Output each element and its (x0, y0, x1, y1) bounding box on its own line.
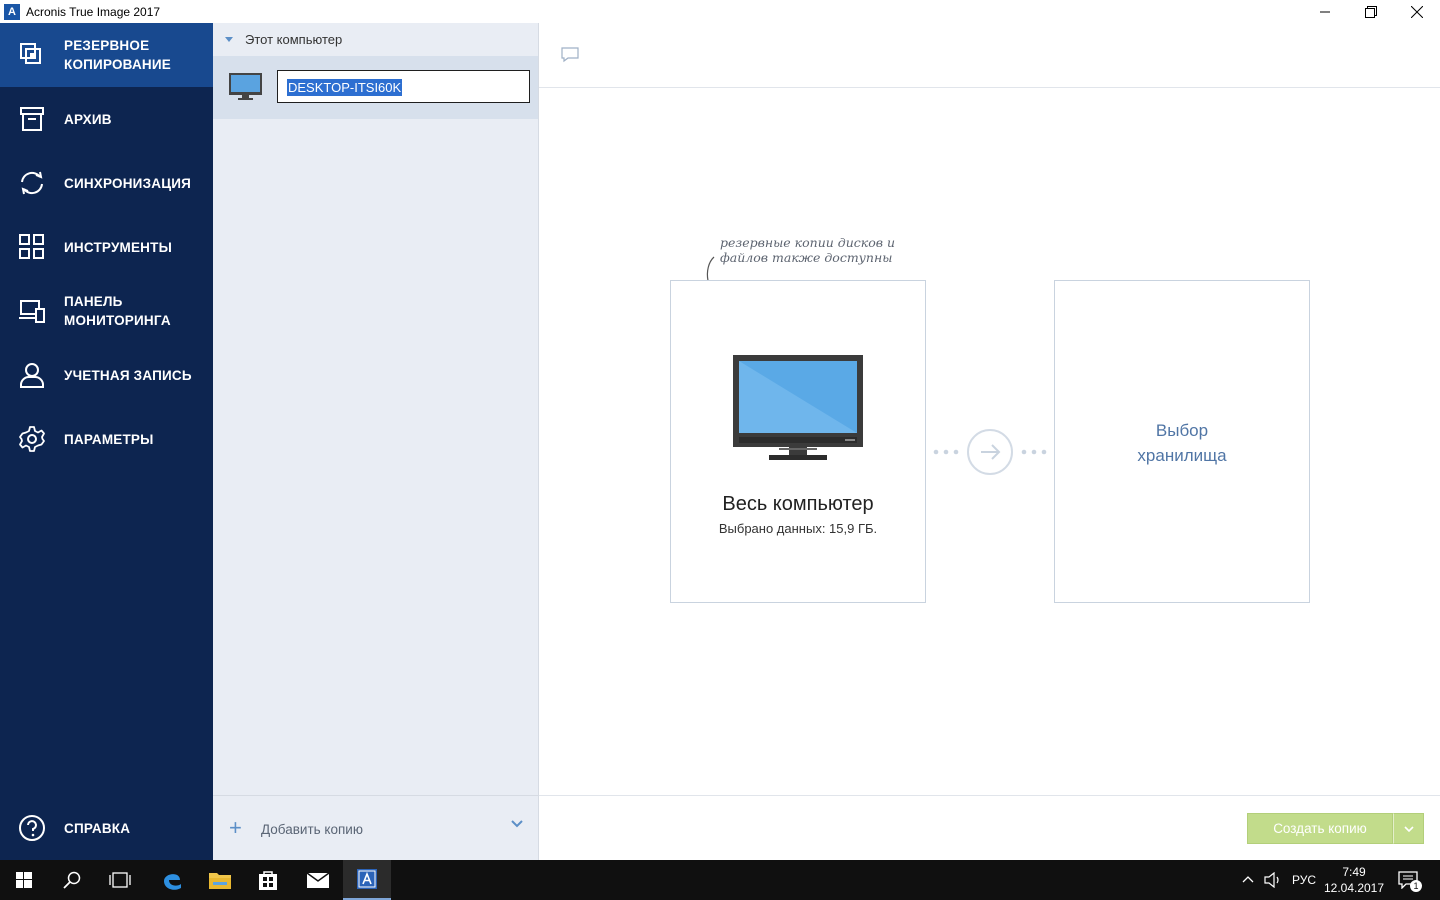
clock[interactable]: 7:49 12.04.2017 (1318, 864, 1390, 896)
hint-text: резервные копии дисков и файлов также до… (720, 235, 896, 265)
computer-icon (229, 73, 262, 100)
close-icon (1411, 5, 1423, 18)
backup-source-card[interactable]: Весь компьютер Выбрано данных: 15,9 ГБ. (670, 280, 926, 603)
nav-item-settings[interactable]: ПАРАМЕТРЫ (0, 407, 213, 471)
add-backup-bar[interactable]: + Добавить копию (213, 795, 538, 860)
folder-icon (209, 873, 231, 889)
computer-icon (733, 355, 863, 460)
backup-destination-card[interactable]: Выбор хранилища (1054, 280, 1310, 603)
nav-label-help: СПРАВКА (64, 821, 131, 836)
clock-date: 12.04.2017 (1323, 881, 1385, 895)
nav-item-backup[interactable]: РЕЗЕРВНОЕ КОПИРОВАНИЕ (0, 23, 213, 87)
task-view-icon (109, 872, 131, 888)
close-button[interactable] (1394, 0, 1440, 23)
notification-icon (1398, 871, 1418, 889)
nav-item-sync[interactable]: СИНХРОНИЗАЦИЯ (0, 151, 213, 215)
taskbar-explorer[interactable] (196, 860, 244, 900)
start-button[interactable] (0, 860, 48, 900)
taskbar-edge[interactable] (148, 860, 196, 900)
account-icon (20, 363, 44, 388)
window-title: Acronis True Image 2017 (26, 4, 161, 19)
chevron-down-icon (1403, 825, 1414, 832)
store-icon (259, 871, 277, 890)
nav-item-account[interactable]: УЧЕТНАЯ ЗАПИСЬ (0, 343, 213, 407)
notification-count-badge: 1 (1410, 880, 1422, 892)
add-backup-button[interactable]: Добавить копию (261, 822, 363, 837)
group-header-this-computer[interactable]: Этот компьютер (213, 23, 538, 56)
windows-logo-icon (16, 872, 32, 888)
nav-item-help[interactable]: СПРАВКА (0, 796, 213, 860)
backup-name-field[interactable] (277, 70, 530, 103)
nav-item-tools[interactable]: ИНСТРУМЕНТЫ (0, 215, 213, 279)
main-area: резервные копии дисков и файлов также до… (539, 23, 1440, 860)
restore-icon (1365, 5, 1377, 18)
taskbar-acronis[interactable] (343, 860, 391, 900)
comment-icon[interactable] (561, 47, 579, 63)
mail-icon (306, 872, 330, 888)
help-icon (19, 815, 45, 841)
chevron-up-icon[interactable] (1242, 875, 1254, 883)
sidebar: РЕЗЕРВНОЕ КОПИРОВАНИЕ АРХИВ СИНХРОНИЗАЦИ… (0, 23, 213, 860)
action-center-button[interactable]: 1 (1396, 868, 1424, 892)
sync-icon (21, 171, 43, 195)
arrow-connector-icon (933, 429, 1047, 475)
nav-label-tools: ИНСТРУМЕНТЫ (64, 240, 172, 255)
source-size: Выбрано данных: 15,9 ГБ. (718, 521, 878, 536)
nav-label-backup: РЕЗЕРВНОЕ КОПИРОВАНИЕ (64, 38, 171, 72)
backup-list-panel: Этот компьютер DESKTOP-ITSI60K + Добавит… (213, 23, 539, 860)
nav-label-archive: АРХИВ (64, 112, 112, 127)
create-backup-button[interactable]: Создать копию (1247, 813, 1393, 844)
settings-icon (19, 426, 45, 452)
language-indicator[interactable]: РУС (1292, 873, 1317, 887)
nav-label-sync: СИНХРОНИЗАЦИЯ (64, 176, 192, 191)
main-header (539, 23, 1440, 88)
collapse-caret-icon[interactable] (225, 37, 233, 42)
clock-time: 7:49 (1342, 865, 1366, 879)
group-label: Этот компьютер (245, 32, 343, 47)
search-icon (63, 871, 81, 889)
source-title: Весь компьютер (722, 493, 874, 515)
edge-icon (164, 874, 181, 890)
backup-list-item[interactable]: DESKTOP-ITSI60K (213, 56, 538, 119)
plus-icon[interactable]: + (229, 815, 242, 840)
create-backup-dropdown[interactable] (1393, 813, 1424, 844)
nav-item-dashboard[interactable]: ПАНЕЛЬ МОНИТОРИНГА (0, 279, 213, 343)
nav-label-dashboard: ПАНЕЛЬ МОНИТОРИНГА (64, 294, 171, 328)
main-footer: Создать копию (539, 795, 1440, 860)
nav-label-settings: ПАРАМЕТРЫ (64, 432, 154, 447)
acronis-icon (357, 869, 377, 889)
minimize-icon (1320, 11, 1330, 12)
taskbar-store[interactable] (244, 860, 292, 900)
title-bar: A Acronis True Image 2017 (0, 0, 1440, 23)
taskbar: РУС 7:49 12.04.2017 1 (0, 860, 1440, 900)
restore-button[interactable] (1348, 0, 1394, 23)
task-view-button[interactable] (96, 860, 144, 900)
app-logo: A (4, 3, 20, 20)
nav-label-account: УЧЕТНАЯ ЗАПИСЬ (64, 368, 192, 383)
volume-icon[interactable] (1264, 872, 1282, 888)
select-destination-label: Выбор хранилища (1137, 421, 1227, 465)
tools-icon (19, 234, 44, 259)
search-button[interactable] (48, 860, 96, 900)
nav-item-archive[interactable]: АРХИВ (0, 87, 213, 151)
minimize-button[interactable] (1302, 0, 1348, 23)
dashboard-icon (19, 300, 45, 323)
taskbar-mail[interactable] (294, 860, 342, 900)
archive-icon (20, 107, 44, 131)
backup-icon (20, 43, 41, 64)
chevron-down-icon[interactable] (511, 820, 523, 828)
